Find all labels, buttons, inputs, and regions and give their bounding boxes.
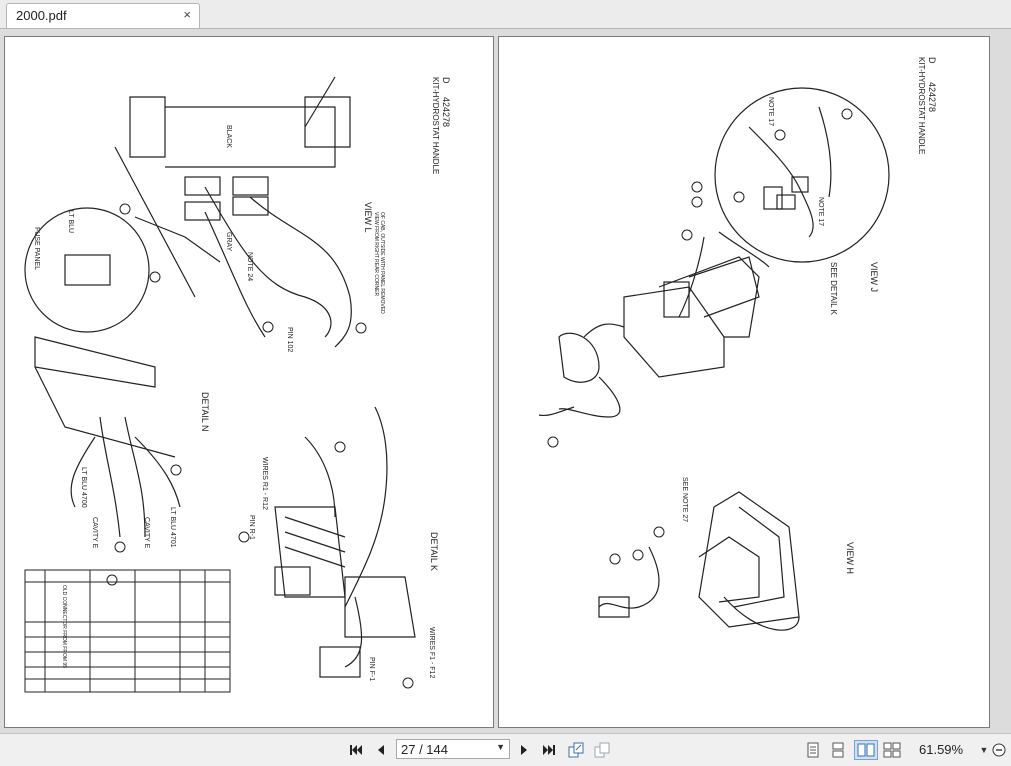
fuse-panel-label: FUSE PANEL	[33, 227, 40, 270]
pin-label: PIN 102	[286, 327, 293, 352]
extract-pages-icon	[568, 742, 584, 758]
note-17-label: NOTE 17	[767, 97, 774, 126]
view-h-label: VIEW H	[845, 542, 855, 574]
previous-page-icon	[378, 745, 384, 755]
wires-f-label: WIRES F1 - F12	[428, 627, 435, 678]
part-revision: D	[927, 57, 937, 64]
part-revision: D	[441, 77, 451, 84]
extract-pages-button[interactable]	[566, 740, 586, 760]
note-17-label-2: NOTE 17	[817, 197, 824, 226]
detail-n-label: DETAIL N	[200, 392, 210, 432]
lt-blu-4700-label: LT BLU 4700	[80, 467, 87, 508]
bottom-toolbar: 27 / 144 ▼ 61.59% ▼	[0, 733, 1011, 766]
view-l-caption: VIEW FROM RIGHT REAR CORNER	[373, 212, 379, 296]
last-page-icon	[543, 745, 555, 755]
see-detail-k-label: SEE DETAIL K	[829, 262, 838, 316]
single-page-icon	[807, 742, 819, 758]
continuous-view-button[interactable]	[829, 740, 847, 760]
pdf-page-left: 424278 D KIT-HYDROSTAT HANDLE VIEW L VIE…	[4, 36, 494, 728]
zoom-level[interactable]: 61.59%	[919, 742, 964, 757]
schematic-drawing-left: 424278 D KIT-HYDROSTAT HANDLE VIEW L VIE…	[24, 76, 451, 693]
document-viewer[interactable]: 424278 D KIT-HYDROSTAT HANDLE VIEW L VIE…	[0, 29, 1011, 733]
part-number: 424278	[441, 97, 451, 127]
kit-title: KIT-HYDROSTAT HANDLE	[431, 77, 440, 174]
pdf-page-right: 424278 D KIT-HYDROSTAT HANDLE SEE DETAIL…	[498, 36, 990, 728]
cavity-e-label-2: CAVITY E	[143, 517, 150, 549]
two-page-icon	[857, 743, 875, 757]
schematic-drawing-right: 424278 D KIT-HYDROSTAT HANDLE SEE DETAIL…	[538, 57, 937, 631]
see-note-label: SEE NOTE 27	[681, 477, 688, 522]
first-page-icon	[350, 745, 362, 755]
next-page-button[interactable]	[516, 740, 532, 760]
copy-pages-button[interactable]	[592, 740, 612, 760]
note-label: NOTE 24	[246, 252, 253, 281]
document-tab[interactable]: 2000.pdf ×	[6, 3, 200, 28]
page-indicator: 27 / 144	[401, 741, 448, 757]
lt-blu-label: LT BLU	[67, 210, 74, 233]
kit-title: KIT-HYDROSTAT HANDLE	[917, 57, 926, 154]
chevron-down-icon[interactable]: ▼	[496, 742, 505, 752]
copy-pages-icon	[594, 742, 610, 758]
single-page-view-button[interactable]	[804, 740, 822, 760]
tab-bar: 2000.pdf ×	[0, 0, 1011, 29]
two-page-continuous-button[interactable]	[882, 740, 902, 760]
close-icon[interactable]: ×	[183, 7, 191, 22]
detail-k-label: DETAIL K	[429, 532, 439, 571]
continuous-page-icon	[832, 742, 844, 758]
last-page-button[interactable]	[540, 740, 558, 760]
chevron-down-icon: ▼	[979, 745, 989, 755]
tab-title: 2000.pdf	[16, 8, 67, 23]
two-page-continuous-icon	[883, 742, 901, 758]
zoom-menu-button[interactable]: ▼	[978, 740, 990, 760]
lt-blu-4701-label: LT BLU 4701	[169, 507, 176, 548]
previous-page-button[interactable]	[373, 740, 389, 760]
pin-f-label: PIN F-1	[368, 657, 375, 681]
page-number-input[interactable]: 27 / 144 ▼	[396, 739, 510, 759]
view-j-label: VIEW J	[869, 262, 879, 292]
gray-label: GRAY	[225, 232, 232, 252]
next-page-icon	[521, 745, 527, 755]
part-number: 424278	[927, 82, 937, 112]
first-page-button[interactable]	[347, 740, 365, 760]
table-title: OLD CONNECTOR FROM FROM 95	[61, 585, 67, 668]
two-page-view-button[interactable]	[854, 740, 878, 760]
pin-r-label: PIN R-1	[248, 515, 255, 540]
cavity-e-label: CAVITY E	[91, 517, 98, 549]
black-label: BLACK	[225, 125, 232, 148]
zoom-out-icon	[992, 743, 1006, 757]
view-l-caption-2: OF CAB, OUTSIDE WITH PANEL REMOVED	[379, 212, 385, 314]
zoom-out-button[interactable]	[991, 740, 1007, 760]
wires-r-label: WIRES R1 - R12	[261, 457, 268, 510]
view-l-label: VIEW L	[363, 202, 373, 233]
